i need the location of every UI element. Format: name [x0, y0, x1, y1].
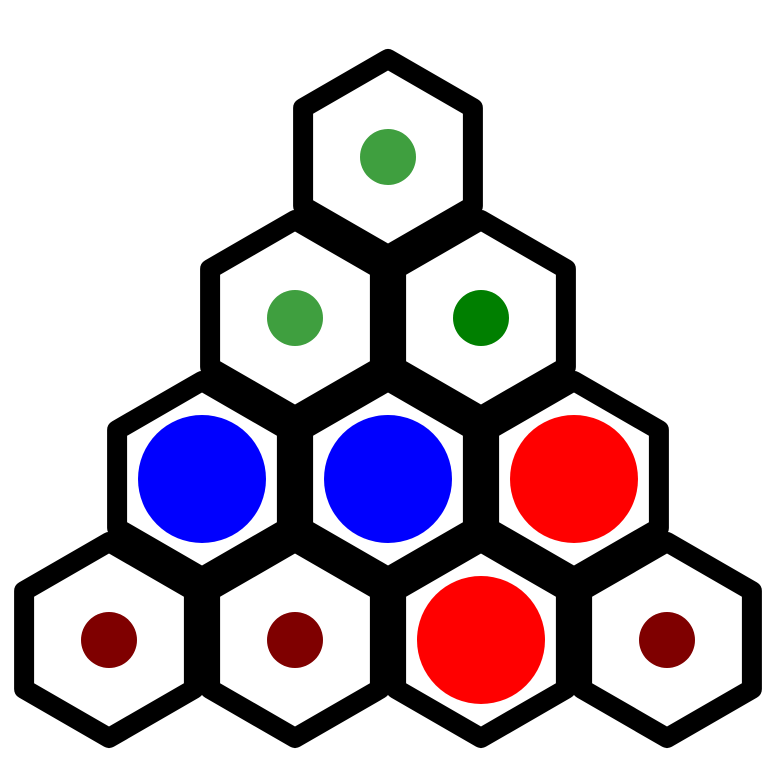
- hex-cell-r2-c0[interactable]: [107, 371, 297, 587]
- hex-cell-r2-c1[interactable]: [293, 371, 483, 587]
- hex-cell-r2-c2[interactable]: [479, 371, 669, 587]
- hex-cell-r1-c1[interactable]: [386, 210, 576, 426]
- hex-cell-r1-c0[interactable]: [200, 210, 390, 426]
- hex-cell-r3-c2[interactable]: [386, 532, 576, 748]
- hex-cell-r3-c3[interactable]: [572, 532, 762, 748]
- hex-cell-r3-c1[interactable]: [200, 532, 390, 748]
- hex-cell-r0-c0[interactable]: [293, 49, 483, 265]
- hex-cells: [14, 49, 762, 748]
- hex-cell-r3-c0[interactable]: [14, 532, 204, 748]
